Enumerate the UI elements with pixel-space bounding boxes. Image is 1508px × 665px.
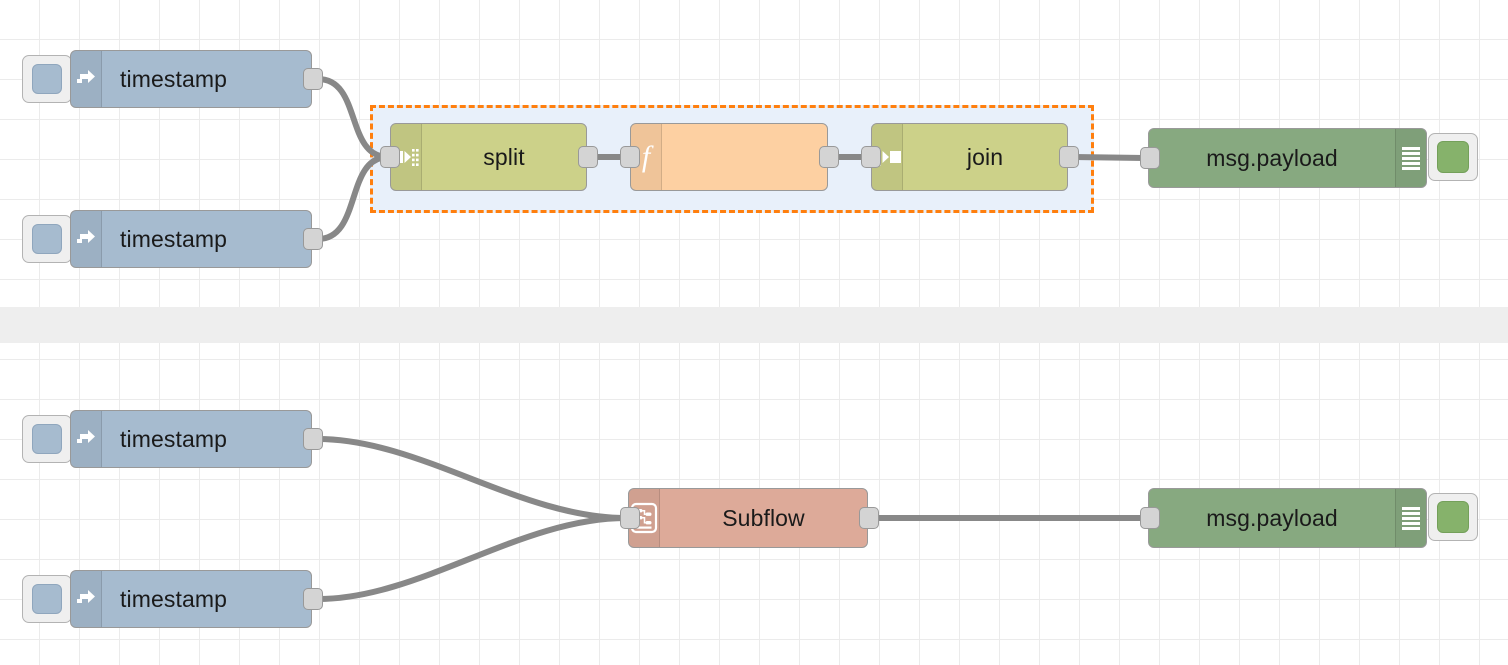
node-debug-2[interactable]: msg.payload <box>1148 488 1427 548</box>
node-debug-1[interactable]: msg.payload <box>1148 128 1427 188</box>
inject-arrow-icon <box>71 571 102 627</box>
node-function[interactable]: f <box>630 123 828 191</box>
svg-text:f: f <box>642 140 654 173</box>
output-port[interactable] <box>303 228 323 250</box>
input-port[interactable] <box>380 146 400 168</box>
inject-button-knob <box>32 584 62 614</box>
inject-button[interactable] <box>22 215 72 263</box>
inject-arrow-icon <box>71 211 102 267</box>
inject-button-knob <box>32 224 62 254</box>
node-inject-timestamp-2[interactable]: timestamp <box>70 210 312 268</box>
inject-button[interactable] <box>22 575 72 623</box>
node-label: join <box>966 143 1004 170</box>
output-port[interactable] <box>859 507 879 529</box>
input-port[interactable] <box>620 507 640 529</box>
node-label: timestamp <box>120 585 227 612</box>
node-inject-timestamp-1[interactable]: timestamp <box>70 50 312 108</box>
input-port[interactable] <box>1140 507 1160 529</box>
output-port[interactable] <box>303 428 323 450</box>
inject-button-knob <box>32 424 62 454</box>
inject-arrow-icon <box>71 411 102 467</box>
node-label: timestamp <box>120 425 227 452</box>
output-port[interactable] <box>578 146 598 168</box>
output-port[interactable] <box>819 146 839 168</box>
node-label: msg.payload <box>1206 504 1338 531</box>
input-port[interactable] <box>1140 147 1160 169</box>
node-label: split <box>483 143 525 170</box>
output-port[interactable] <box>1059 146 1079 168</box>
output-port[interactable] <box>303 68 323 90</box>
node-join[interactable]: join <box>871 123 1068 191</box>
inject-arrow-icon <box>71 51 102 107</box>
output-port[interactable] <box>303 588 323 610</box>
node-label <box>662 124 827 190</box>
debug-toggle-knob <box>1437 501 1469 533</box>
wire-inject4-subflow <box>315 515 629 602</box>
node-label: Subflow <box>722 504 805 531</box>
input-port[interactable] <box>861 146 881 168</box>
node-label: timestamp <box>120 65 227 92</box>
inject-button[interactable] <box>22 55 72 103</box>
debug-toggle-button[interactable] <box>1428 133 1478 181</box>
debug-toggle-knob <box>1437 141 1469 173</box>
inject-button-knob <box>32 64 62 94</box>
node-subflow[interactable]: Subflow <box>628 488 868 548</box>
input-port[interactable] <box>620 146 640 168</box>
node-inject-timestamp-3[interactable]: timestamp <box>70 410 312 468</box>
debug-lines-icon <box>1395 489 1426 547</box>
node-label: timestamp <box>120 225 227 252</box>
debug-toggle-button[interactable] <box>1428 493 1478 541</box>
node-split[interactable]: split <box>390 123 587 191</box>
inject-button[interactable] <box>22 415 72 463</box>
debug-lines-icon <box>1395 129 1426 187</box>
wire-inject3-subflow <box>315 436 629 521</box>
node-inject-timestamp-4[interactable]: timestamp <box>70 570 312 628</box>
node-label: msg.payload <box>1206 144 1338 171</box>
flow-divider <box>0 307 1508 343</box>
